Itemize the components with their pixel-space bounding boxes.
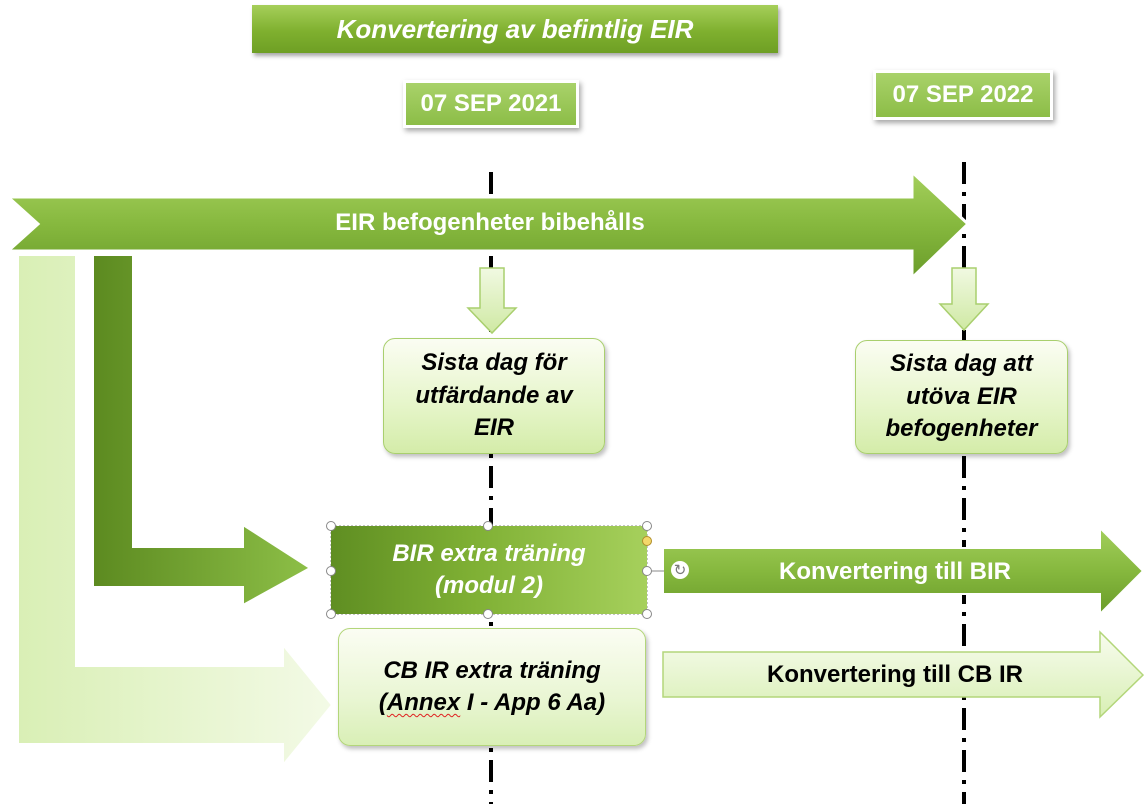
date-label-2021: 07 SEP 2021 — [403, 80, 579, 128]
resize-handle-right[interactable] — [642, 566, 652, 576]
down-arrow-2021 — [466, 267, 518, 335]
main-arrow-label: EIR befogenheter bibehålls — [335, 209, 645, 236]
bir-training-line-1: BIR extra träning — [392, 539, 586, 567]
milestone-issue-line-1: Sista dag för — [421, 349, 567, 377]
bir-conversion-arrow — [662, 525, 1145, 617]
resize-handle-top-right[interactable] — [642, 521, 652, 531]
cbir-line2-prefix: ( — [378, 689, 387, 716]
rotate-handle-icon[interactable]: ↻ — [671, 561, 689, 579]
cbir-conversion-label: Konvertering till CB IR — [766, 661, 1024, 688]
cbir-path-arrow — [17, 254, 334, 768]
bir-training-line-2: (modul 2) — [435, 572, 543, 599]
resize-handle-bottom[interactable] — [483, 609, 493, 619]
milestone-exercise-line-3: befogenheter — [885, 415, 1038, 443]
milestone-exercise-deadline: Sista dag att utöva EIR befogenheter — [855, 340, 1068, 454]
resize-handle-bottom-right[interactable] — [642, 609, 652, 619]
main-eir-arrow — [4, 168, 971, 282]
bir-training-box[interactable]: BIR extra träning (modul 2) — [331, 526, 647, 614]
cbir-line2-rest: I - App 6 Aa) — [460, 689, 606, 716]
milestone-issue-line-3: EIR — [473, 414, 514, 442]
cbir-conversion-arrow — [662, 630, 1145, 719]
resize-handle-top[interactable] — [483, 521, 493, 531]
milestone-issue-deadline: Sista dag för utfärdande av EIR — [383, 338, 605, 454]
date-label-2022: 07 SEP 2022 — [873, 70, 1053, 120]
bir-path-arrow — [92, 254, 312, 607]
resize-handle-left[interactable] — [326, 566, 336, 576]
cbir-training-line-1: CB IR extra träning — [383, 656, 601, 684]
down-arrow-2022 — [938, 267, 990, 332]
diagram-title: Konvertering av befintlig EIR — [252, 5, 778, 53]
cbir-training-line-2: (Annex I - App 6 Aa) — [379, 687, 605, 719]
milestone-exercise-line-1: Sista dag att — [890, 350, 1033, 378]
milestone-exercise-line-2: utöva EIR — [906, 382, 1017, 410]
resize-handle-bottom-left[interactable] — [326, 609, 336, 619]
milestone-issue-line-2: utfärdande av — [415, 381, 573, 409]
bir-conversion-label: Konvertering till BIR — [778, 558, 1012, 585]
cbir-training-box: CB IR extra träning (Annex I - App 6 Aa) — [338, 628, 646, 746]
cbir-line2-annex: Annex — [386, 689, 461, 716]
resize-handle-top-left[interactable] — [326, 521, 336, 531]
adjust-handle[interactable] — [642, 536, 652, 546]
